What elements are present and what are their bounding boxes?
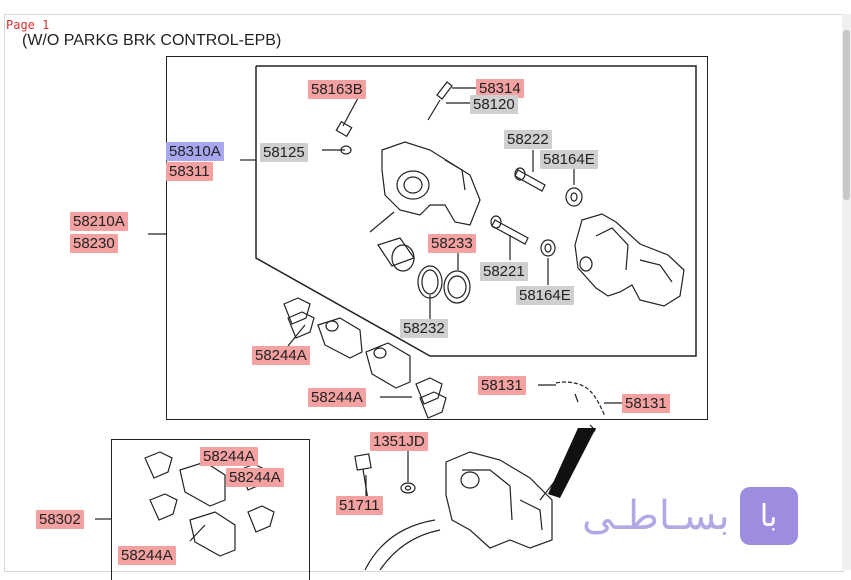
scrollbar-thumb[interactable] xyxy=(843,30,850,200)
part-label-58232[interactable]: 58232 xyxy=(400,319,448,338)
part-label-58131-sensor[interactable]: 58131 xyxy=(478,376,526,395)
pad-kit-box xyxy=(111,439,310,580)
part-label-58244a-kit-1[interactable]: 58244A xyxy=(200,447,258,466)
part-label-51711[interactable]: 51711 xyxy=(336,496,383,515)
part-label-58311[interactable]: 58311 xyxy=(166,162,213,181)
part-label-58131-wire[interactable]: 58131 xyxy=(622,394,670,413)
watermark-logo: بسـاطـی با xyxy=(582,486,798,546)
diagram-frame xyxy=(4,14,844,572)
part-label-58210a[interactable]: 58210A xyxy=(70,212,128,231)
vertical-scrollbar[interactable] xyxy=(842,14,851,570)
page-label: Page 1 xyxy=(6,18,50,32)
part-label-58302[interactable]: 58302 xyxy=(36,510,84,529)
diagram-subtitle: (W/O PARKG BRK CONTROL-EPB) xyxy=(22,32,282,49)
part-label-58233[interactable]: 58233 xyxy=(428,234,476,253)
part-label-58120[interactable]: 58120 xyxy=(470,95,518,114)
part-label-58164e-lower[interactable]: 58164E xyxy=(516,286,574,305)
part-label-58244a-kit-2[interactable]: 58244A xyxy=(226,468,284,487)
part-label-58125[interactable]: 58125 xyxy=(260,143,308,162)
logo-badge: با xyxy=(739,487,798,545)
part-label-58244a-kit-3[interactable]: 58244A xyxy=(118,546,176,565)
part-label-58164e-upper[interactable]: 58164E xyxy=(540,150,598,169)
part-label-58310a[interactable]: 58310A xyxy=(166,142,224,161)
part-label-58222[interactable]: 58222 xyxy=(504,130,552,149)
part-label-58244a-inner-2[interactable]: 58244A xyxy=(308,388,366,407)
caliper-assembly-outer-box xyxy=(166,56,708,420)
logo-text: بسـاطـی xyxy=(582,493,730,539)
part-label-1351jd[interactable]: 1351JD xyxy=(370,432,428,451)
part-label-58230[interactable]: 58230 xyxy=(70,234,118,253)
part-label-58163b[interactable]: 58163B xyxy=(308,80,366,99)
part-label-58221[interactable]: 58221 xyxy=(480,262,528,281)
part-label-58314[interactable]: 58314 xyxy=(476,79,524,98)
part-label-58244a-inner-1[interactable]: 58244A xyxy=(252,346,310,365)
